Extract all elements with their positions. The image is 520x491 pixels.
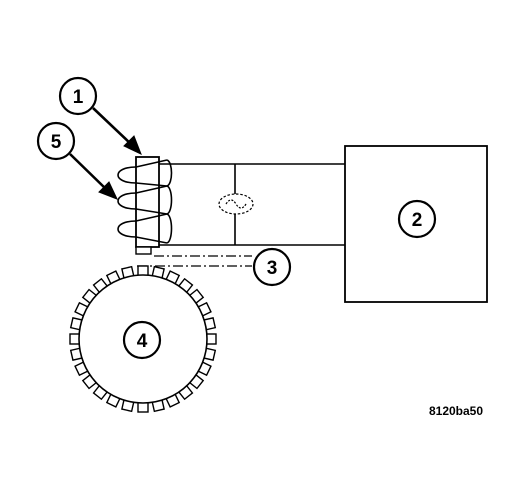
tone-wheel-teeth: [69, 265, 217, 413]
sensor: [117, 156, 173, 255]
coil: [117, 159, 173, 244]
arrow-5-head: [98, 181, 118, 200]
arrow-1-leader: [92, 107, 133, 146]
callout-1-label: 1: [73, 87, 84, 108]
callout-4-label: 4: [137, 331, 148, 352]
callout-3: 3: [252, 247, 292, 287]
sensor-body: [135, 156, 160, 248]
callout-5: 5: [36, 121, 76, 161]
arrow-5-leader: [69, 153, 108, 191]
callout-2: 2: [397, 199, 437, 239]
callout-4: 4: [122, 320, 162, 360]
leader-arrows: [69, 107, 142, 200]
ac-sine-wave-icon: [218, 193, 254, 215]
sensor-tip: [135, 246, 152, 255]
callout-2-label: 2: [412, 210, 423, 231]
arrow-1-head: [123, 135, 142, 155]
callout-5-label: 5: [51, 132, 62, 153]
callout-1: 1: [58, 76, 98, 116]
callout-3-label: 3: [267, 258, 278, 279]
figure-id: 8120ba50: [429, 404, 483, 418]
air-gap-lines: [137, 255, 252, 267]
